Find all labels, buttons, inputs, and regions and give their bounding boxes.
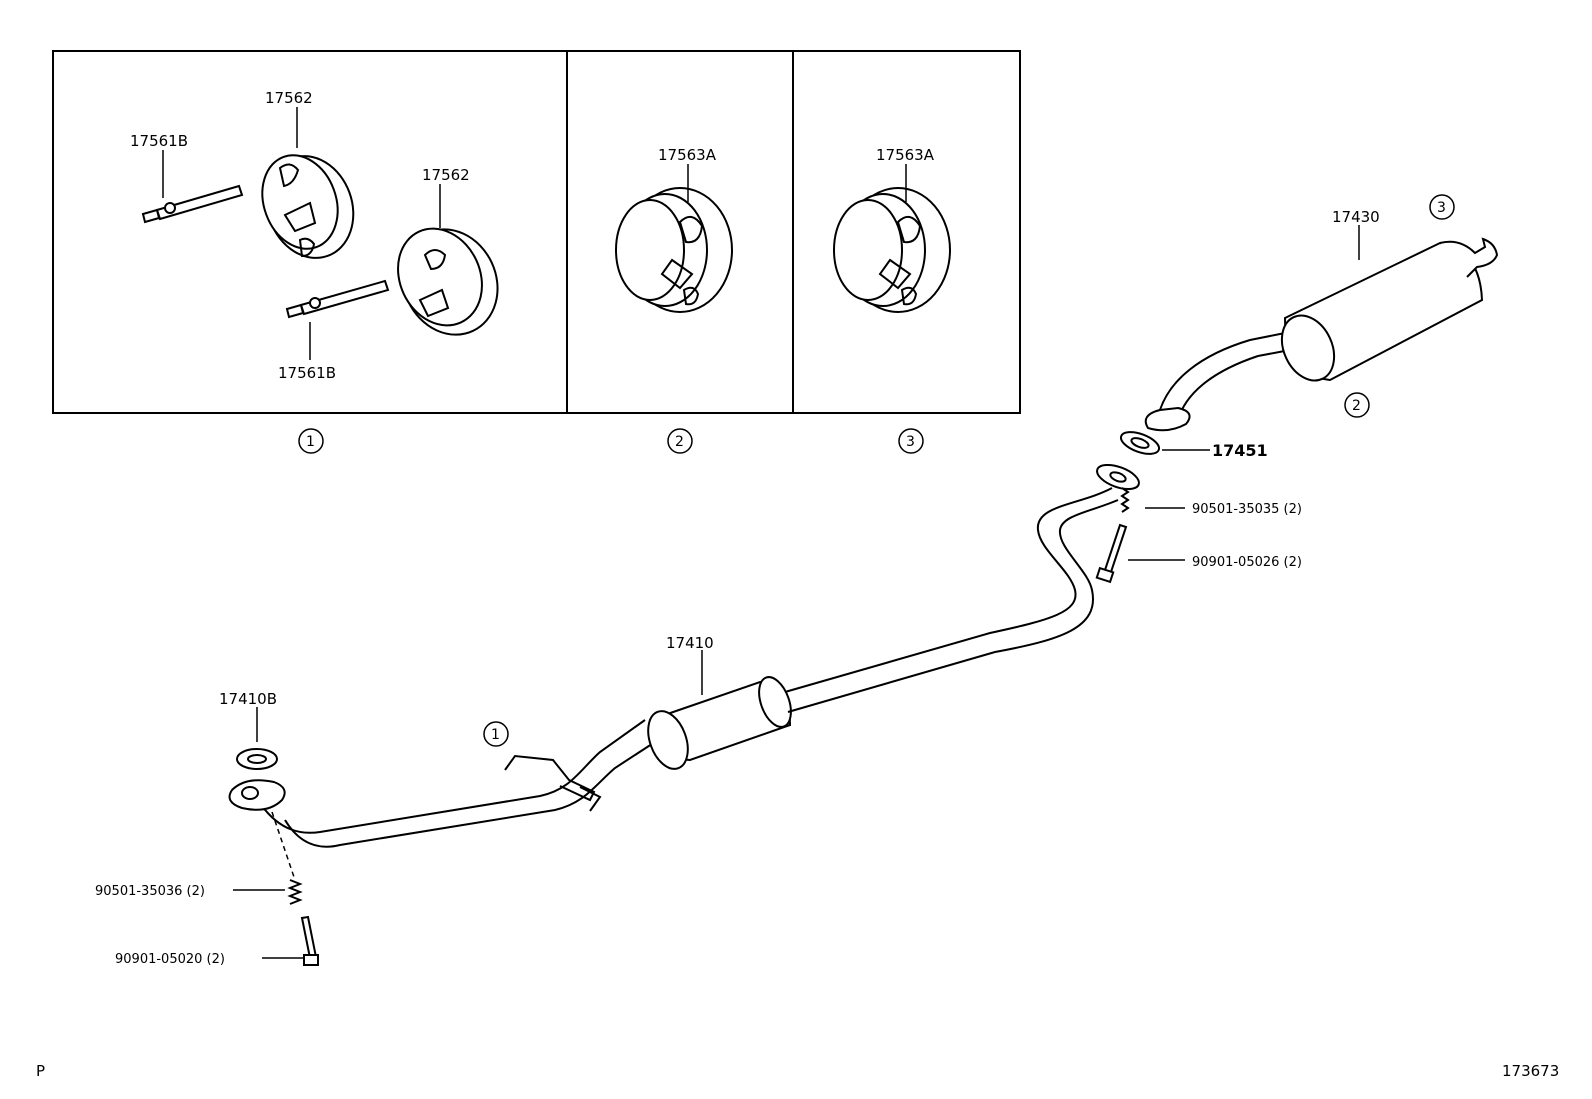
hanger-bolt-upper	[141, 184, 244, 224]
label-17562-upper: 17562	[265, 89, 313, 107]
hanger-inset-box	[52, 50, 1021, 414]
label-90501-35036: 90501-35036 (2)	[95, 884, 205, 899]
front-pipe	[228, 719, 656, 848]
label-17562-lower: 17562	[422, 166, 470, 184]
label-90901-05026: 90901-05026 (2)	[1192, 555, 1302, 570]
gasket-17451-shape	[1119, 431, 1161, 455]
gasket-17410B-shape	[236, 748, 278, 770]
label-17410B: 17410B	[219, 690, 277, 708]
label-17561B-lower: 17561B	[278, 364, 336, 382]
main-leaders	[233, 225, 1360, 959]
label-90901-05020: 90901-05020 (2)	[115, 952, 225, 967]
callout-hanger-2: 2	[1352, 398, 1361, 414]
center-muffler	[647, 676, 792, 770]
label-17410: 17410	[666, 634, 714, 652]
footer-left-code: P	[36, 1062, 46, 1080]
hanger-bolt-lower	[285, 279, 390, 319]
intermediate-pipe	[784, 487, 1119, 713]
hanger-rubber-ring-upper	[261, 154, 355, 259]
spring-and-bolt-front	[271, 811, 319, 966]
label-90501-35035: 90501-35035 (2)	[1192, 502, 1302, 517]
callout-panel-1: 1	[306, 434, 315, 450]
diagram-id: 173673	[1502, 1062, 1560, 1080]
spring-and-bolt-rear	[1095, 487, 1130, 584]
callout-panel-3: 3	[906, 434, 915, 450]
panel-callouts	[298, 428, 924, 454]
callout-hanger-1: 1	[491, 727, 500, 743]
main-muffler	[1144, 237, 1499, 432]
label-17563A-panel2: 17563A	[658, 146, 717, 164]
hanger-callouts	[483, 194, 1455, 747]
callout-hanger-3: 3	[1437, 200, 1446, 216]
label-17430: 17430	[1332, 208, 1380, 226]
label-17451: 17451	[1212, 441, 1268, 460]
rear-flange	[1096, 463, 1140, 491]
label-17563A-panel3: 17563A	[876, 146, 935, 164]
hanger-rubber-panel3	[833, 187, 951, 313]
label-17561B-upper: 17561B	[130, 132, 188, 150]
callout-panel-2: 2	[675, 434, 684, 450]
panel1-leaders	[162, 107, 441, 360]
hanger-rubber-panel2	[615, 187, 733, 313]
hanger-rubber-ring-lower	[397, 227, 499, 336]
